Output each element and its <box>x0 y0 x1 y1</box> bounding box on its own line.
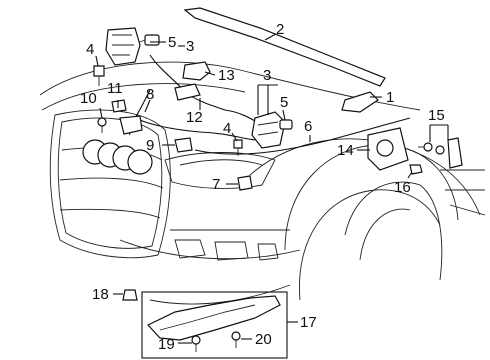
clip-18 <box>122 289 138 301</box>
hood-seal-strip <box>183 7 386 87</box>
label-14: 14 <box>337 142 354 159</box>
hinge-parts-15 <box>418 137 463 169</box>
nut-16 <box>409 164 423 175</box>
hood-latch-upper <box>105 27 160 66</box>
label-4-top: 4 <box>86 41 94 58</box>
label-12: 12 <box>186 109 203 126</box>
label-6: 6 <box>304 118 312 135</box>
release-cable-6 <box>194 117 411 155</box>
clip-9 <box>174 137 193 153</box>
vehicle-front-outline <box>39 61 486 305</box>
screw-10 <box>97 117 107 133</box>
label-2: 2 <box>276 21 284 38</box>
callout-labels: 1 2 3 3 4 4 5 5 6 7 8 9 10 11 12 13 14 1… <box>80 21 445 353</box>
label-1: 1 <box>386 89 394 106</box>
label-19: 19 <box>158 336 175 353</box>
release-cable-12 <box>149 54 263 126</box>
bolt-upper <box>93 65 105 86</box>
brand-rings <box>82 139 153 175</box>
label-5-top: 5 <box>168 34 176 51</box>
leader-lines <box>95 33 449 344</box>
release-handle-14 <box>367 127 409 171</box>
label-7: 7 <box>212 176 220 193</box>
latch-lower <box>119 115 143 135</box>
label-18: 18 <box>92 286 109 303</box>
label-16: 16 <box>394 179 411 196</box>
label-8: 8 <box>146 86 154 103</box>
connector-7 <box>237 175 253 191</box>
bracket-1 <box>341 91 379 113</box>
bracket-13 <box>182 61 211 81</box>
label-20: 20 <box>255 331 272 348</box>
splash-shield-box-17 <box>141 291 288 359</box>
label-15: 15 <box>428 107 445 124</box>
front-grille <box>49 109 171 259</box>
label-10: 10 <box>80 90 97 107</box>
label-13: 13 <box>218 67 235 84</box>
screw-19 <box>191 335 201 352</box>
label-5-right: 5 <box>280 94 288 111</box>
clip-11 <box>111 99 127 113</box>
screw-20 <box>231 331 241 348</box>
label-3-top: 3 <box>186 38 194 55</box>
label-11: 11 <box>107 80 123 97</box>
hood-latch-right <box>251 111 293 149</box>
label-17: 17 <box>300 314 317 331</box>
label-9: 9 <box>146 137 154 154</box>
label-4-lower: 4 <box>223 120 231 137</box>
label-3-right: 3 <box>263 67 271 84</box>
